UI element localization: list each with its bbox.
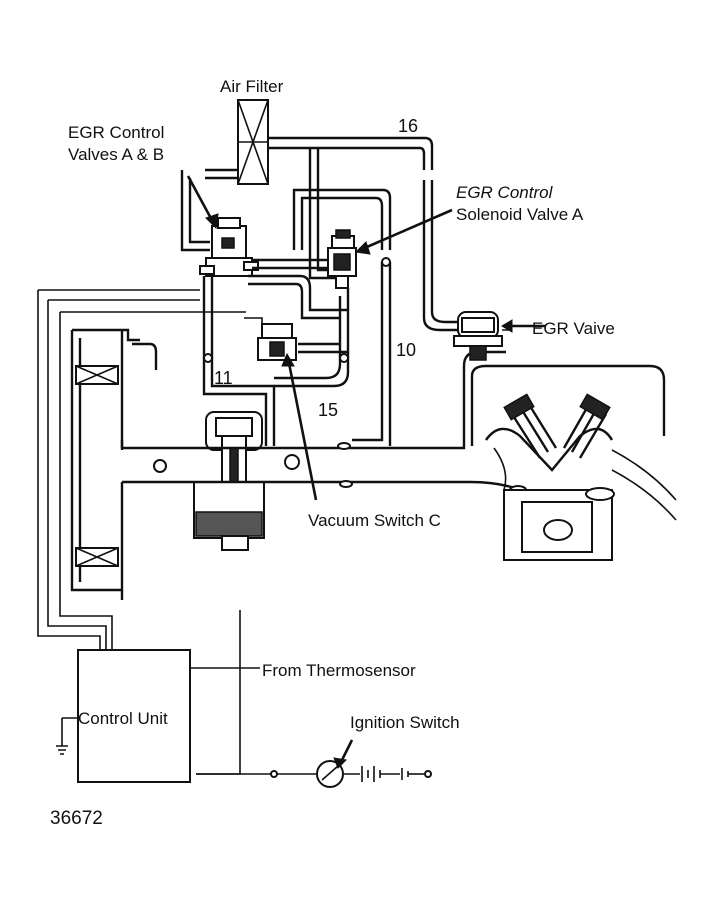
- ignition-switch-label: Ignition Switch: [350, 713, 460, 732]
- leader-arrows: [186, 175, 546, 769]
- vacuum-switch-c: [244, 317, 297, 361]
- hose-16-number: 16: [398, 116, 418, 136]
- engine-section: [485, 393, 677, 561]
- egr-valve: [448, 311, 512, 361]
- air-filter: [237, 99, 269, 185]
- hose-15-number: 15: [318, 400, 338, 420]
- figure-number: 36672: [50, 808, 103, 829]
- egr-control-valves-label-line1: EGR Control: [68, 123, 164, 142]
- egr-control-valves-label-line2: Valves A & B: [68, 145, 164, 164]
- intake-manifold: [120, 350, 666, 600]
- hose-10: [352, 257, 392, 446]
- egr-solenoid-valve-a: [327, 229, 357, 289]
- egr-solenoid-label-line2: Solenoid Valve A: [456, 205, 584, 224]
- hose-16: [268, 136, 458, 332]
- ignition-switch: [316, 760, 432, 788]
- hose-11: [202, 276, 276, 446]
- egr-valve-label: EGR Vaive: [532, 319, 615, 338]
- wiring: [37, 289, 316, 778]
- hose-15: [274, 288, 350, 388]
- egr-control-valves-ab: [180, 168, 259, 277]
- carburetor: [153, 411, 300, 551]
- vacuum-switch-label: Vacuum Switch C: [308, 511, 441, 530]
- egr-solenoid-label-line1: EGR Control: [456, 183, 554, 202]
- hose-11-number: 11: [214, 368, 233, 388]
- control-unit-box: [77, 649, 191, 783]
- air-filter-label: Air Filter: [220, 77, 284, 96]
- vacuum-tubes-upper: [248, 148, 392, 320]
- left-tube-assembly: [70, 328, 158, 592]
- hose-10-number: 10: [396, 340, 416, 360]
- control-unit-label: Control Unit: [78, 709, 168, 728]
- thermosensor-label: From Thermosensor: [262, 661, 416, 680]
